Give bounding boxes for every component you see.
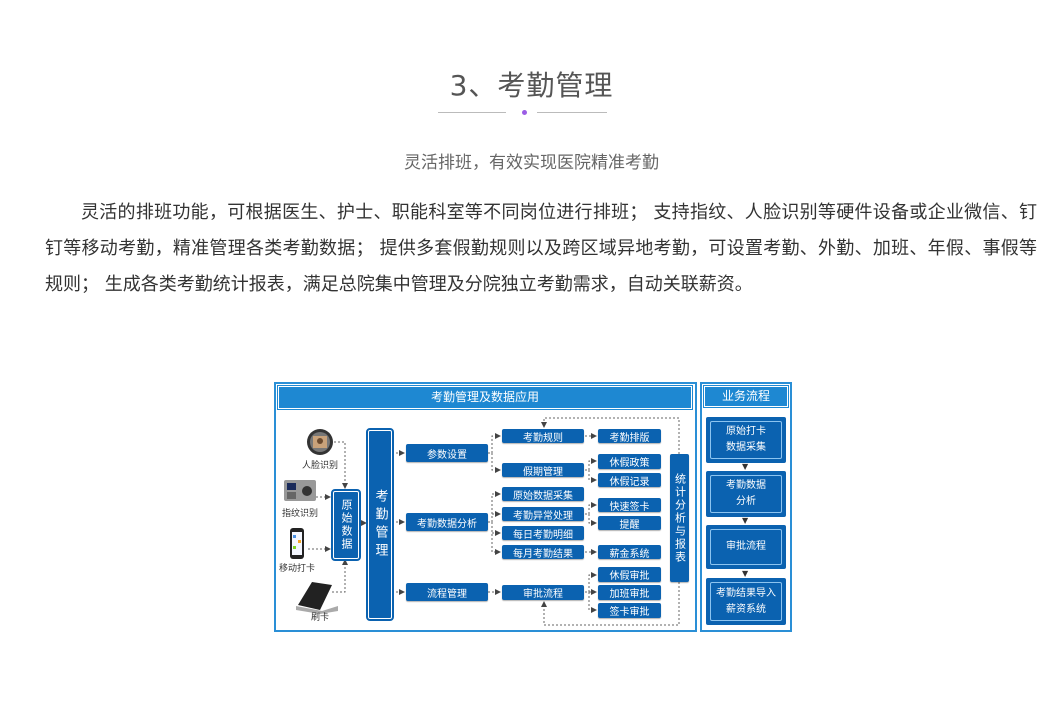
process-step: 考勤数据分析 <box>706 471 786 517</box>
down-arrow-icon: ▼ <box>742 462 749 471</box>
divider-right <box>537 112 607 113</box>
section-subtitle: 灵活排班，有效实现医院精准考勤 <box>404 153 659 173</box>
level2-box: 审批流程 <box>502 585 584 600</box>
level3-box: 休假政策 <box>598 454 661 469</box>
level3-box: 快速签卡 <box>598 498 661 513</box>
attendance-management-box: 考勤管理 <box>366 428 394 621</box>
level3-box: 休假审批 <box>598 567 661 582</box>
level2-box: 考勤规则 <box>502 429 584 444</box>
diagram-title: 考勤管理及数据应用 <box>277 385 693 410</box>
down-arrow-icon: ▼ <box>742 569 749 578</box>
level3-box: 考勤排版 <box>598 429 661 444</box>
level3-box: 休假记录 <box>598 473 661 488</box>
process-step: 原始打卡数据采集 <box>706 417 786 463</box>
level2-box: 考勤异常处理 <box>502 507 584 522</box>
down-arrow-icon: ▼ <box>742 516 749 525</box>
level3-box: 加班审批 <box>598 585 661 600</box>
process-step: 审批流程 <box>706 525 786 569</box>
divider-left <box>438 112 506 113</box>
level2-box: 每月考勤结果 <box>502 545 584 560</box>
description-paragraph: 灵活的排班功能，可根据医生、护士、职能科室等不同岗位进行排班； 支持指纹、人脸识… <box>45 202 1037 295</box>
level3-box: 薪金系统 <box>598 545 661 560</box>
param-settings-box: 参数设置 <box>406 444 488 462</box>
process-title: 业务流程 <box>703 385 789 408</box>
level3-box: 提醒 <box>598 516 661 531</box>
level2-box: 每日考勤明细 <box>502 526 584 541</box>
section-title: 3、考勤管理 <box>449 69 614 102</box>
device-label: 指纹识别 <box>281 509 318 519</box>
stats-report-box: 统计分析与报表 <box>670 454 689 582</box>
process-management-box: 流程管理 <box>406 583 488 601</box>
level2-box: 原始数据采集 <box>502 487 584 502</box>
device-label: 刷卡 <box>310 613 329 623</box>
level3-box: 签卡审批 <box>598 603 661 618</box>
raw-data-box: 原始数据 <box>331 489 361 561</box>
device-label: 移动打卡 <box>278 564 315 574</box>
data-analysis-box: 考勤数据分析 <box>406 513 488 531</box>
level2-box: 假期管理 <box>502 463 584 478</box>
process-step: 考勤结果导入薪资系统 <box>706 578 786 625</box>
divider-dot <box>522 110 527 115</box>
device-label: 人脸识别 <box>301 461 338 471</box>
